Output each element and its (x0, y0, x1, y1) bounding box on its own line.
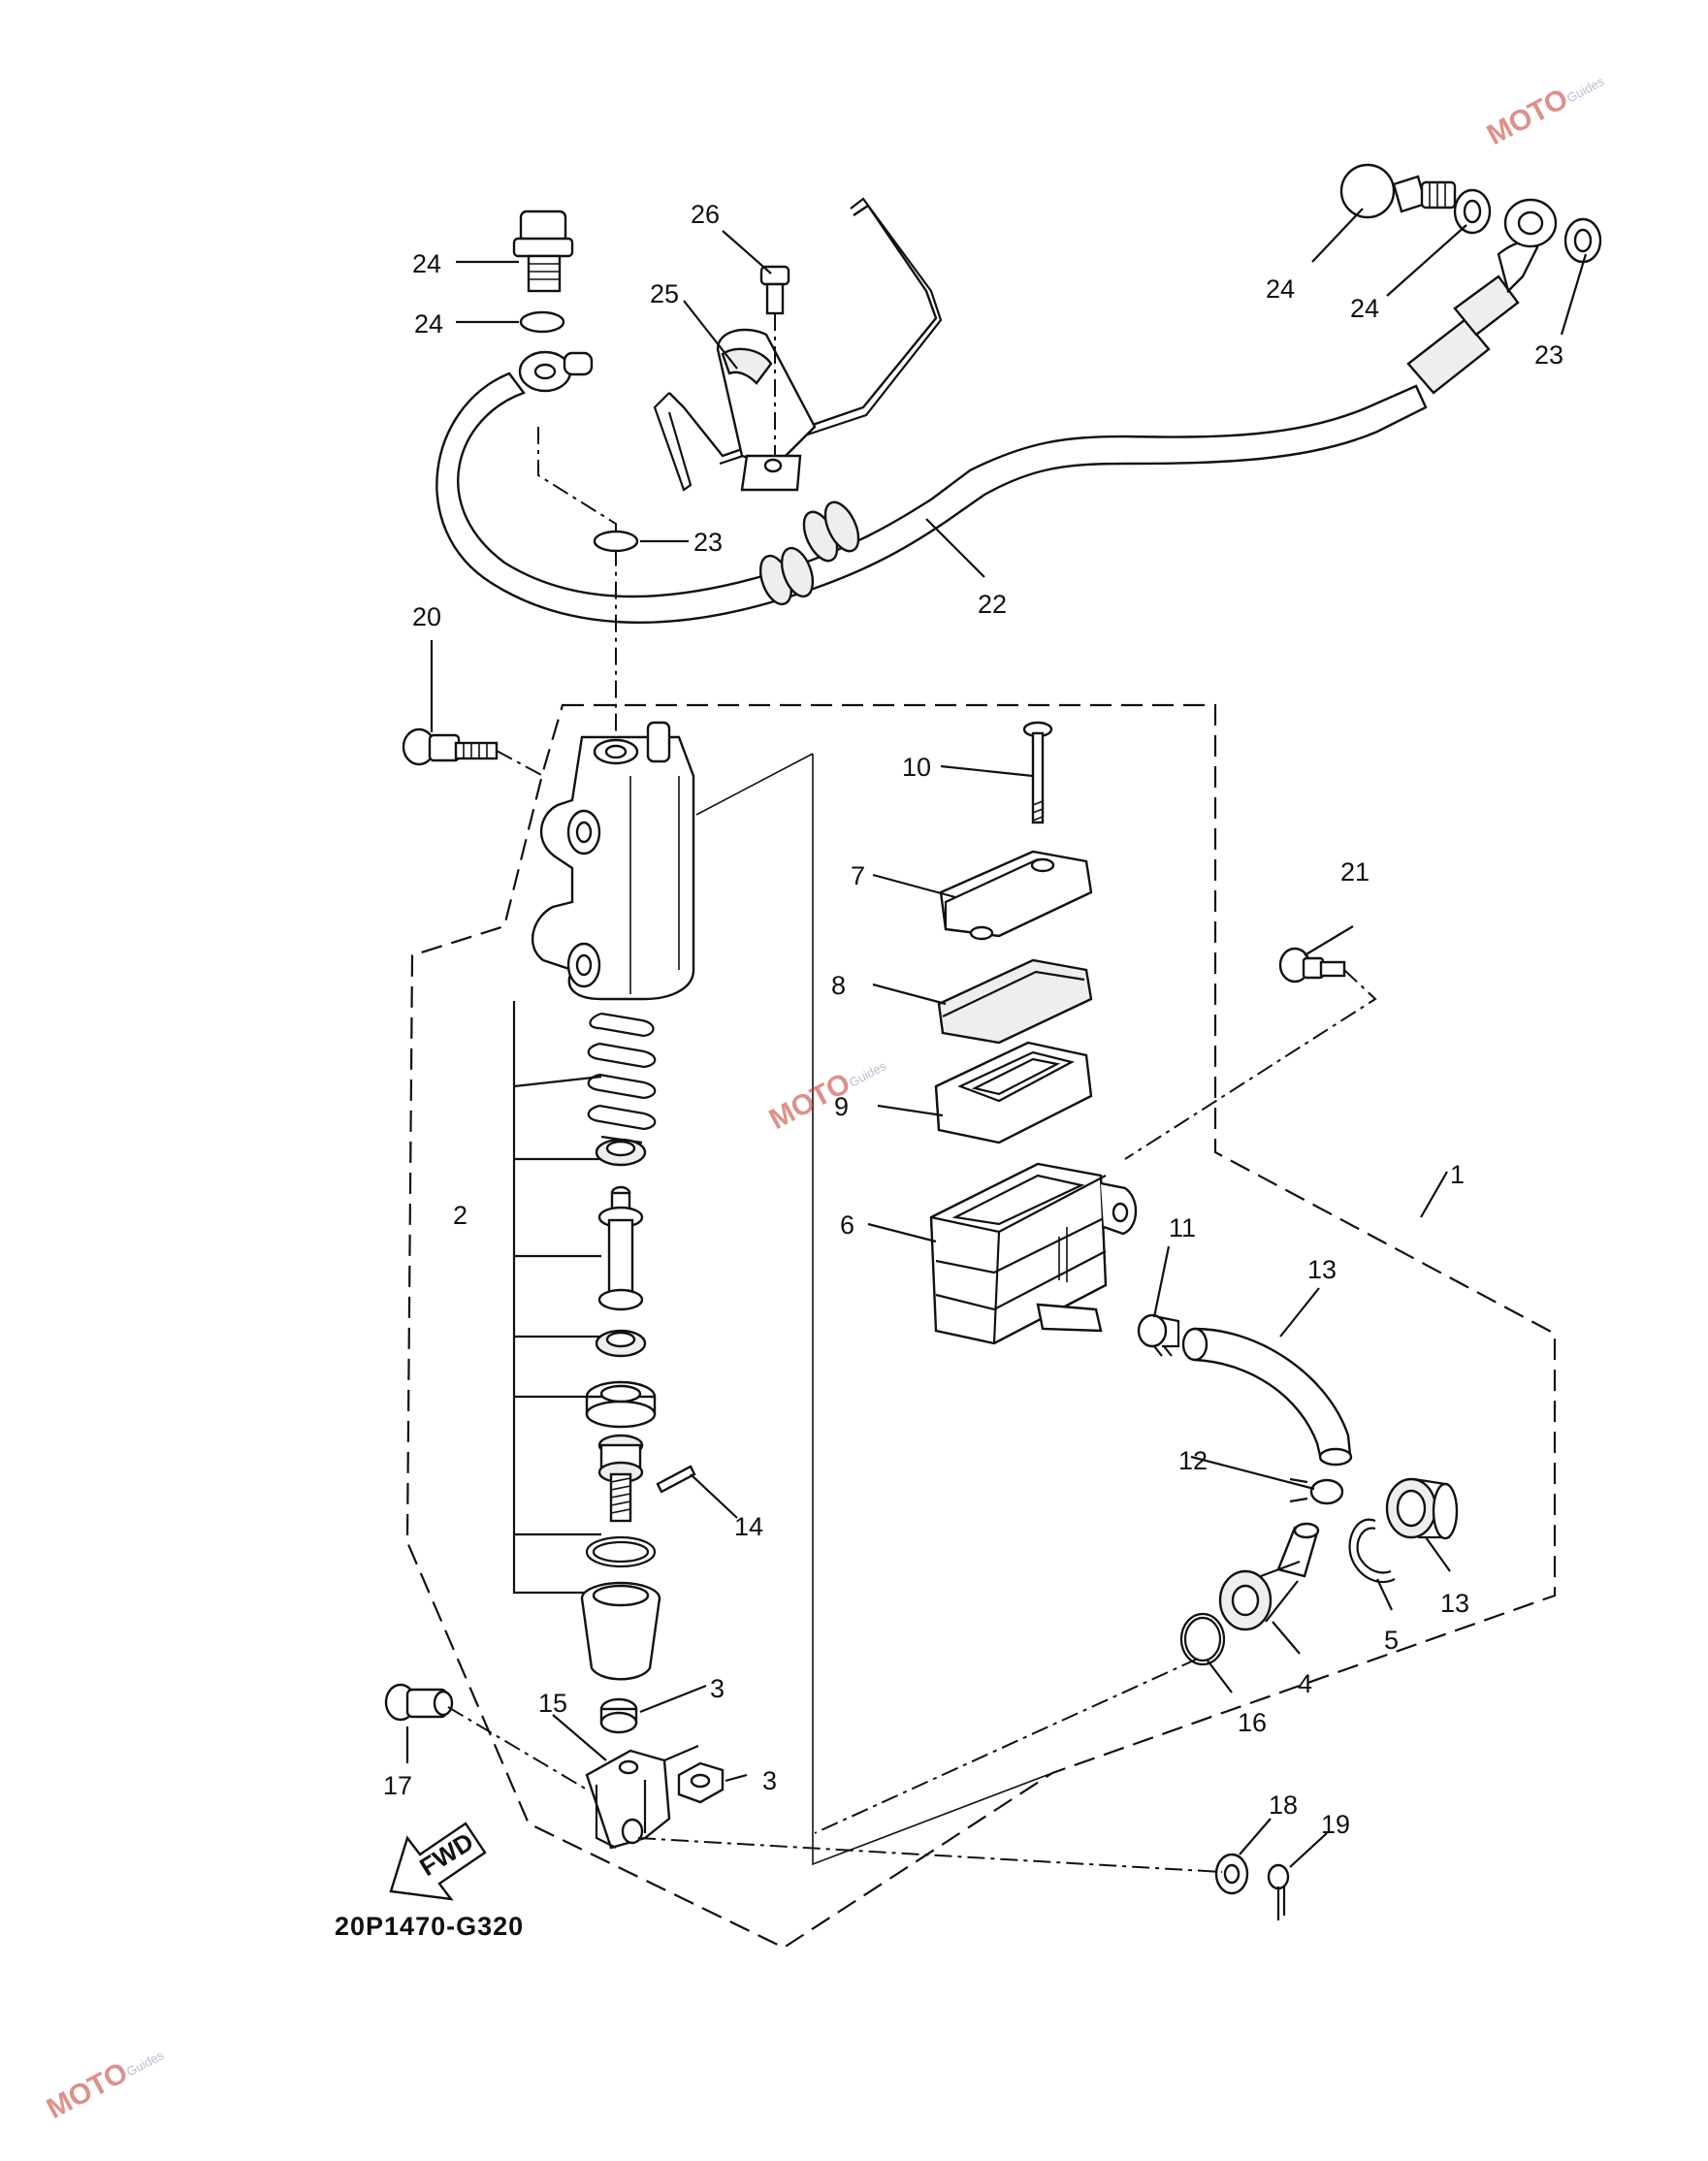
callout-4: 15 (538, 1689, 567, 1718)
bolt-21 (1124, 947, 1377, 1160)
hose-clamp-13a (1137, 1313, 1180, 1357)
callout-1: 1 (1450, 1160, 1465, 1189)
callout-23b: 24 (1266, 274, 1295, 304)
nut-3b (677, 1761, 725, 1804)
cotter-pin-19 (1267, 1863, 1290, 1920)
circlip-2 (585, 1535, 657, 1568)
master-cylinder-body (532, 721, 695, 1001)
hose-clamp-13b (1289, 1477, 1344, 1505)
banjo-bolt-left (512, 210, 574, 293)
reference-frame (695, 753, 1053, 1866)
reservoir-hose-14 (1181, 1327, 1353, 1467)
dust-boot (580, 1581, 661, 1681)
callout-7: 16 (1238, 1708, 1267, 1737)
clevis-4 (585, 1744, 699, 1850)
callout-15: 13 (1440, 1589, 1469, 1618)
washer-24a (519, 310, 565, 334)
centerline-banjo (537, 427, 617, 757)
svg-text:MOTO: MOTO (764, 1067, 855, 1136)
washer-18 (1214, 1853, 1249, 1895)
leader-lines (405, 208, 1588, 1868)
callout-21: 21 (1340, 857, 1370, 887)
reservoir-cap-9 (939, 850, 1093, 941)
bolt-20 (402, 727, 544, 777)
callout-11: 9 (834, 1092, 849, 1121)
callout-10: 8 (831, 971, 846, 1000)
pin-16 (656, 1465, 696, 1494)
callout-23a: 24 (412, 249, 441, 278)
piston (597, 1185, 644, 1311)
washer-24b-inner (1463, 199, 1482, 224)
callout-18: 18 (1269, 1790, 1298, 1820)
callout-3a: 3 (710, 1674, 725, 1703)
callout-24b: 24 (1350, 294, 1379, 323)
callout-24a: 24 (414, 309, 443, 339)
fwd-arrow: FWD (389, 1822, 487, 1901)
diagram-code: 20P1470-G320 (335, 1912, 524, 1941)
callout-14: 13 (1307, 1255, 1337, 1284)
push-rod (597, 1434, 644, 1523)
callout-16: 14 (734, 1512, 763, 1541)
callout-24c: 23 (1534, 340, 1563, 370)
callout-17: 17 (383, 1771, 412, 1800)
brake-hose-outline (435, 371, 1428, 624)
callout-9: 7 (851, 861, 865, 890)
callout-19: 19 (1321, 1810, 1350, 1839)
callout-22: 22 (978, 590, 1007, 619)
centerline-7 (814, 1658, 1199, 1834)
callout-6: 5 (1384, 1626, 1399, 1655)
hose-guide-wire (653, 197, 943, 492)
svg-text:Guides: Guides (1564, 74, 1607, 106)
circlip-6 (1348, 1518, 1396, 1584)
push-rod-cap (585, 1380, 657, 1429)
diaphragm-11 (934, 1041, 1093, 1145)
callout-24d: 23 (693, 528, 723, 557)
bolt-17 (384, 1683, 588, 1790)
cup-seal-lower (595, 1329, 647, 1358)
callout-12: 10 (902, 753, 931, 782)
callout-5: 4 (1298, 1669, 1312, 1698)
reservoir-8 (929, 1162, 1138, 1345)
washer-24d (593, 530, 639, 553)
screw-12 (1022, 721, 1053, 824)
bracket-2 (512, 1001, 602, 1595)
nut-3a (599, 1697, 638, 1734)
union-5 (1218, 1522, 1320, 1631)
callout-25: 25 (650, 279, 679, 308)
callout-13b: 12 (1178, 1446, 1208, 1475)
banjo-fitting-left (518, 350, 594, 393)
callout-26: 26 (691, 200, 720, 229)
centerline-clevis-pin (637, 1837, 1223, 1873)
banjo-bolt-right (1339, 163, 1457, 219)
cup-seal-upper (595, 1138, 647, 1167)
hose-collar-a (758, 546, 815, 606)
callout-13a: 11 (1169, 1213, 1196, 1242)
diaphragm-plate-10 (937, 958, 1093, 1045)
svg-text:Guides: Guides (847, 1058, 889, 1090)
svg-text:MOTO: MOTO (1482, 82, 1573, 151)
watermark-top-right: MOTO Guides (1482, 74, 1607, 151)
callout-8: 6 (840, 1210, 854, 1240)
callout-2: 2 (453, 1201, 467, 1230)
svg-text:Guides: Guides (124, 2048, 167, 2080)
watermark-middle: MOTO Guides (764, 1058, 889, 1136)
hose-collar-b (802, 500, 860, 563)
grommet-15 (1385, 1477, 1459, 1540)
washer-24c-inner (1573, 228, 1593, 253)
spring (587, 1012, 657, 1145)
assembly-boundary (405, 703, 1557, 1950)
hose-right-fitting (1406, 198, 1558, 395)
callout-3b: 3 (762, 1766, 777, 1795)
o-ring-7 (1179, 1612, 1226, 1666)
svg-text:MOTO: MOTO (42, 2056, 133, 2125)
hose-guide-clamp (716, 328, 817, 492)
callout-20: 20 (412, 602, 441, 631)
watermark-bottom-left: MOTO Guides (42, 2048, 167, 2125)
